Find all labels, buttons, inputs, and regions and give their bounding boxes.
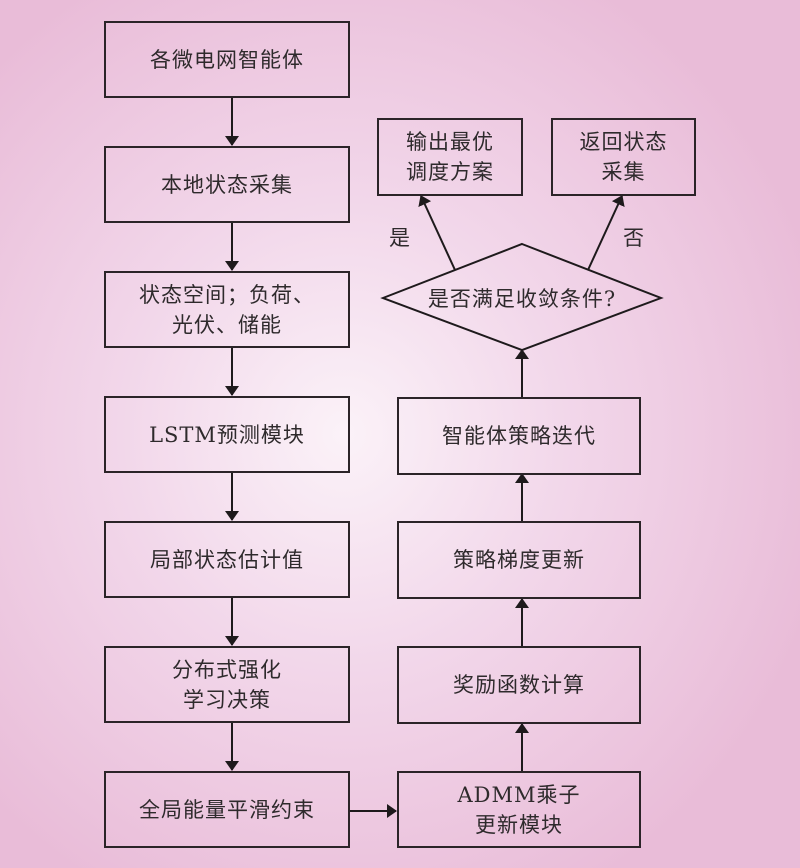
node-local-state: 本地状态采集	[104, 146, 350, 223]
node-state-space: 状态空间；负荷、 光伏、储能	[104, 271, 350, 348]
node-policy-gradient: 策略梯度更新	[397, 521, 641, 599]
node-agents: 各微电网智能体	[104, 21, 350, 98]
decision-text: 是否满足收敛条件?	[427, 287, 617, 311]
node-agent-iteration: 智能体策略迭代	[397, 397, 641, 475]
node-return-state: 返回状态 采集	[551, 118, 696, 196]
node-local-estimate: 局部状态估计值	[104, 521, 350, 598]
yes-label: 是	[389, 226, 410, 250]
node-admm: ADMM乘子 更新模块	[397, 771, 641, 848]
node-reward: 奖励函数计算	[397, 646, 641, 724]
arrow-yes-branch	[418, 195, 456, 271]
node-lstm: LSTM预测模块	[104, 396, 350, 473]
no-label: 否	[623, 226, 644, 250]
decision-diamond	[380, 242, 664, 352]
arrow-no-branch	[587, 195, 625, 271]
node-output-optimal: 输出最优 调度方案	[377, 118, 523, 196]
node-drl-decision: 分布式强化 学习决策	[104, 646, 350, 723]
node-global-smoothing: 全局能量平滑约束	[104, 771, 350, 848]
